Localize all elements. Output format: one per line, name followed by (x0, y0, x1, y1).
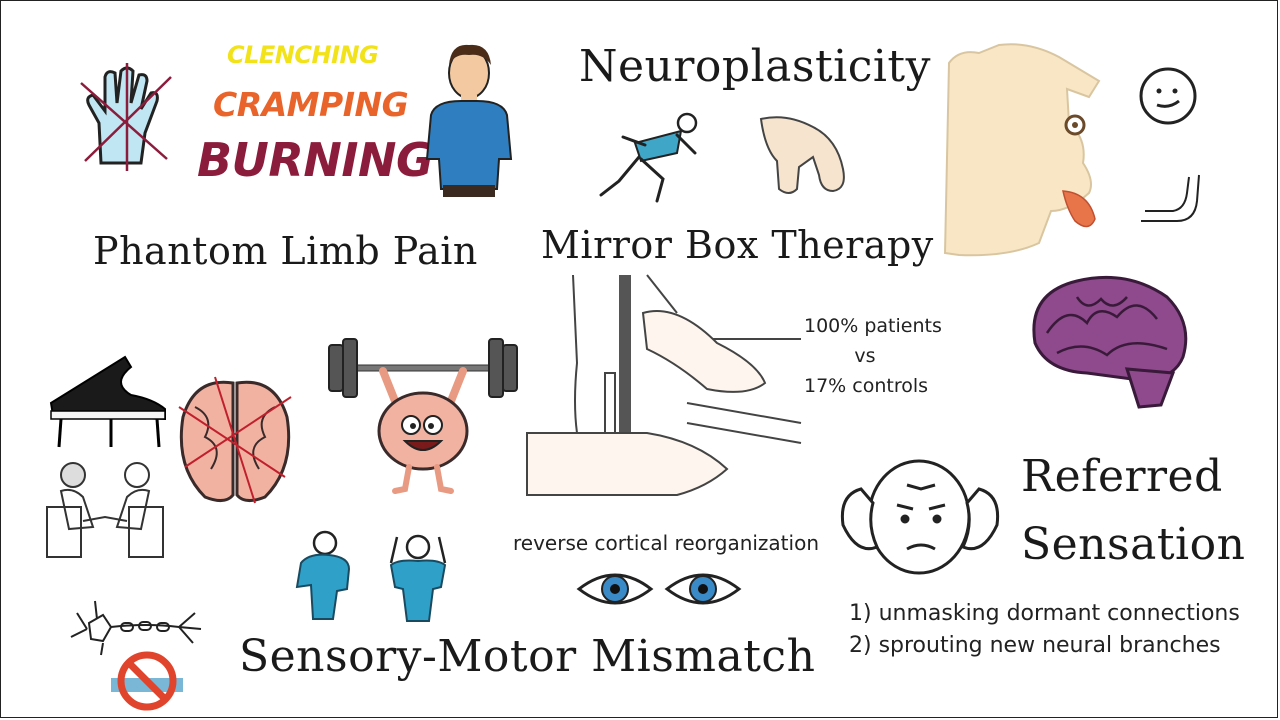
prohibition-sign-icon (111, 651, 183, 711)
headache-man-icon (840, 459, 1000, 575)
weightlifting-brain-icon (328, 338, 518, 494)
referred-title-line1: Referred (1021, 451, 1223, 502)
stat-controls: 17% controls (804, 375, 929, 397)
mechanism-item: 2) sprouting new neural branches (849, 633, 1221, 658)
sensory-motor-mismatch-title: Sensory-Motor Mismatch (239, 631, 816, 682)
smiley-face-icon (1139, 67, 1197, 125)
cramping-word: CRAMPING (213, 85, 409, 124)
reverse-cortical-caption: reverse cortical reorganization (513, 531, 819, 555)
bent-finger-icon (759, 116, 845, 194)
eyes-icon (576, 573, 742, 605)
therapy-session-icon (46, 462, 164, 558)
mechanism-item: 1) unmasking dormant connections (849, 601, 1240, 626)
person-front-icon (389, 534, 447, 622)
phantom-limb-pain-title: Phantom Limb Pain (93, 229, 478, 273)
amputated-hand-icon (80, 63, 172, 171)
mirror-box-icon (526, 274, 802, 496)
brain-with-pain-icon (178, 376, 292, 504)
man-portrait-icon (425, 44, 513, 197)
neuron-icon (70, 600, 202, 656)
neuroplasticity-title: Neuroplasticity (579, 41, 931, 92)
burning-word: BURNING (197, 133, 434, 187)
clenching-word: CLENCHING (227, 41, 379, 69)
piano-icon (49, 355, 166, 448)
sensation-title-line2: Sensation (1021, 519, 1246, 570)
arm-icon (1141, 174, 1200, 222)
person-back-icon (295, 530, 351, 620)
runner-icon (599, 112, 698, 203)
stat-vs: vs (854, 345, 876, 367)
stat-patients: 100% patients (804, 315, 942, 337)
homunculus-icon (943, 43, 1101, 257)
purple-brain-icon (1032, 275, 1188, 409)
mirror-box-therapy-title: Mirror Box Therapy (541, 223, 934, 267)
